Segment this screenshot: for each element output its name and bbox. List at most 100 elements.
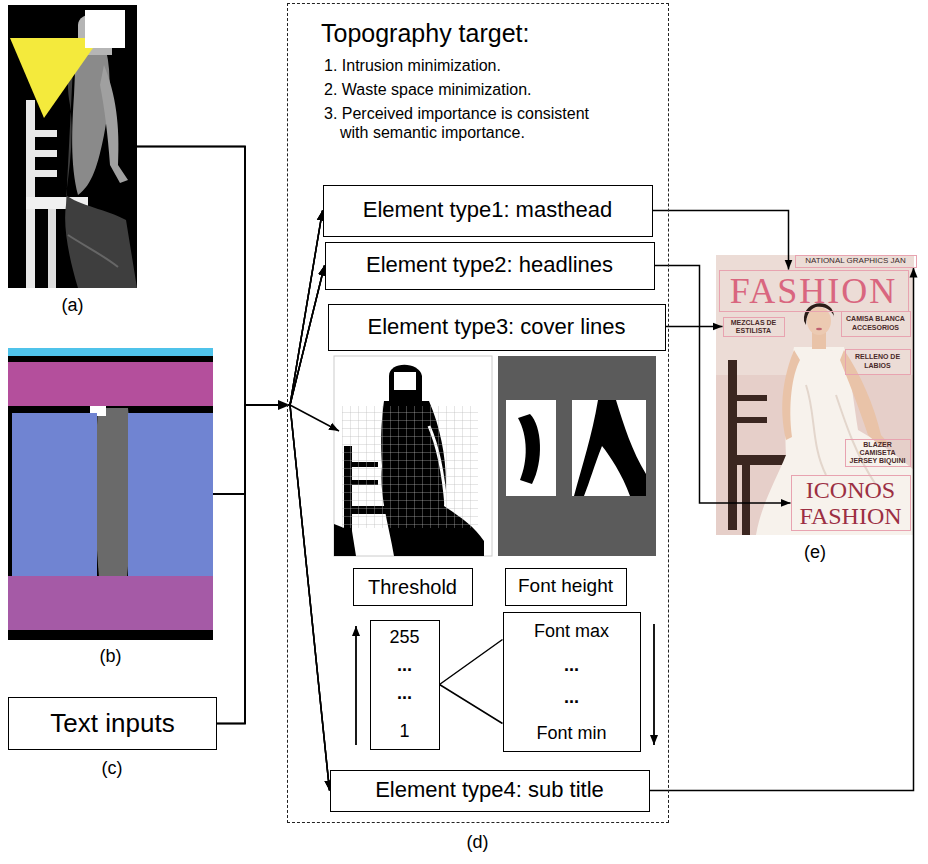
chair-back <box>26 100 35 288</box>
range-box: 255...... 1 <box>370 620 440 750</box>
cover-line-text: BLAZER CAMISETA JERSEY BIQUINI <box>848 441 908 465</box>
magenta-band <box>8 362 213 406</box>
element-label: Element type4: sub title <box>375 777 604 803</box>
headline-text: ICONOS FASHION <box>794 477 908 530</box>
chair-leg <box>742 465 750 535</box>
range-value: 1 <box>399 721 409 743</box>
panel-label: (c) <box>9 758 215 780</box>
connector-arrow <box>440 640 503 724</box>
connector-arrow <box>213 211 323 495</box>
element-label: Element type3: cover lines <box>367 314 625 340</box>
subtitle-text: NATIONAL GRAPHICS JAN <box>805 257 905 265</box>
list-item: 3. Perceived importance is consistent wi… <box>324 104 606 142</box>
chair-rung <box>35 170 57 177</box>
branch-arrow <box>290 405 339 431</box>
connectors <box>137 147 914 791</box>
cover-line-box: BLAZER CAMISETA JERSEY BIQUINI <box>845 439 911 467</box>
panel-label: (d) <box>288 832 667 854</box>
panel-label: (a) <box>8 295 137 317</box>
blue-region <box>12 413 97 593</box>
figure-silhouette <box>95 408 131 588</box>
chair-back <box>728 360 737 530</box>
yellow-triangle <box>10 38 100 118</box>
range-box: Font max...... Font min <box>503 612 641 752</box>
dashed-group: Topography target: 1. Intrusion minimizat… <box>287 3 669 823</box>
image-ground <box>8 5 137 288</box>
source-image-a <box>8 5 137 288</box>
grid <box>342 406 478 528</box>
text-region <box>572 400 646 496</box>
purple-band <box>8 576 213 630</box>
cyan-band <box>8 348 213 356</box>
threshold-image <box>334 356 492 556</box>
chair-rung <box>35 150 57 157</box>
panel-label: (e) <box>716 542 914 564</box>
font-height-image <box>498 356 656 556</box>
lips <box>816 328 822 331</box>
group-title: Topography target: <box>321 18 529 48</box>
cover-line-box: CAMISA BLANCA ACCESORIOS <box>841 311 911 337</box>
magazine-cover <box>716 255 914 535</box>
element-label: Element type1: masthead <box>363 197 612 223</box>
connector-arrow <box>137 147 330 791</box>
image-ground <box>498 356 656 556</box>
step-box: Threshold <box>353 568 473 606</box>
subtitle-box: NATIONAL GRAPHICS JAN <box>795 255 917 268</box>
image-panel: (a) <box>8 5 137 288</box>
white-dress <box>756 347 914 535</box>
connector-arrow <box>137 147 323 406</box>
connector-arrow <box>217 405 330 791</box>
masthead-text: FASHION <box>730 273 897 309</box>
ellipsis: ... <box>564 687 579 709</box>
step-label: Threshold <box>368 575 457 599</box>
element-box: Element type1: masthead <box>323 185 653 237</box>
connector-arrow <box>213 405 330 791</box>
element-box: Element type3: cover lines <box>328 304 666 351</box>
headline-box: ICONOS FASHION <box>791 475 911 532</box>
cover-line-text: CAMISA BLANCA ACCESORIOS <box>844 315 908 331</box>
connector-arrow <box>650 268 914 791</box>
blue-region <box>128 413 213 593</box>
element-label: Element type2: headlines <box>366 252 613 278</box>
cover-line-text: MEZCLAS DE ESTILISTA <box>726 319 782 335</box>
masthead-box: FASHION <box>719 270 909 312</box>
floor-blob <box>334 524 356 556</box>
cover-line-box: RELLENO DE LABIOS <box>845 349 911 375</box>
text-region <box>506 400 556 496</box>
occupied-shape <box>518 414 540 484</box>
face-mask <box>394 372 416 390</box>
figure-dress <box>65 47 137 288</box>
image-panel: (e)NATIONAL GRAPHICS JANFASHIONMEZCLAS D… <box>716 255 914 535</box>
image-panel: (b) <box>8 348 213 640</box>
image-ground <box>334 356 492 556</box>
list-item: 2. Waste space minimization. <box>324 80 531 99</box>
chair-leg <box>48 209 56 288</box>
arm <box>782 350 800 440</box>
ellipsis: ... <box>397 655 412 677</box>
cover-line-text: RELLENO DE LABIOS <box>848 353 908 369</box>
range-value: Font min <box>536 723 606 745</box>
element-box: Element type4: sub title <box>330 770 650 812</box>
cover-ground <box>716 255 914 535</box>
source-image-b <box>8 348 213 640</box>
dress-fold <box>68 235 118 267</box>
list-item: 1. Intrusion minimization. <box>324 56 501 75</box>
step-label: Font height <box>518 575 613 598</box>
cover-line-box: MEZCLAS DE ESTILISTA <box>723 317 785 337</box>
decrease-arrow <box>653 624 655 745</box>
connector-arrow <box>653 211 789 270</box>
figure-head <box>389 365 422 401</box>
element-box: Element type2: headlines <box>325 242 655 290</box>
range-value: 255 <box>389 627 419 649</box>
input-label: Text inputs <box>50 708 174 739</box>
range-value: Font max <box>534 621 609 643</box>
connector-arrow <box>217 211 323 724</box>
increase-arrow <box>355 626 357 745</box>
panel-label: (b) <box>8 646 213 668</box>
occupied-shape <box>574 400 646 496</box>
chair-rung <box>737 395 767 401</box>
input-box: Text inputs(c) <box>8 697 217 750</box>
ellipsis: ... <box>397 683 412 705</box>
ellipsis: ... <box>564 655 579 677</box>
